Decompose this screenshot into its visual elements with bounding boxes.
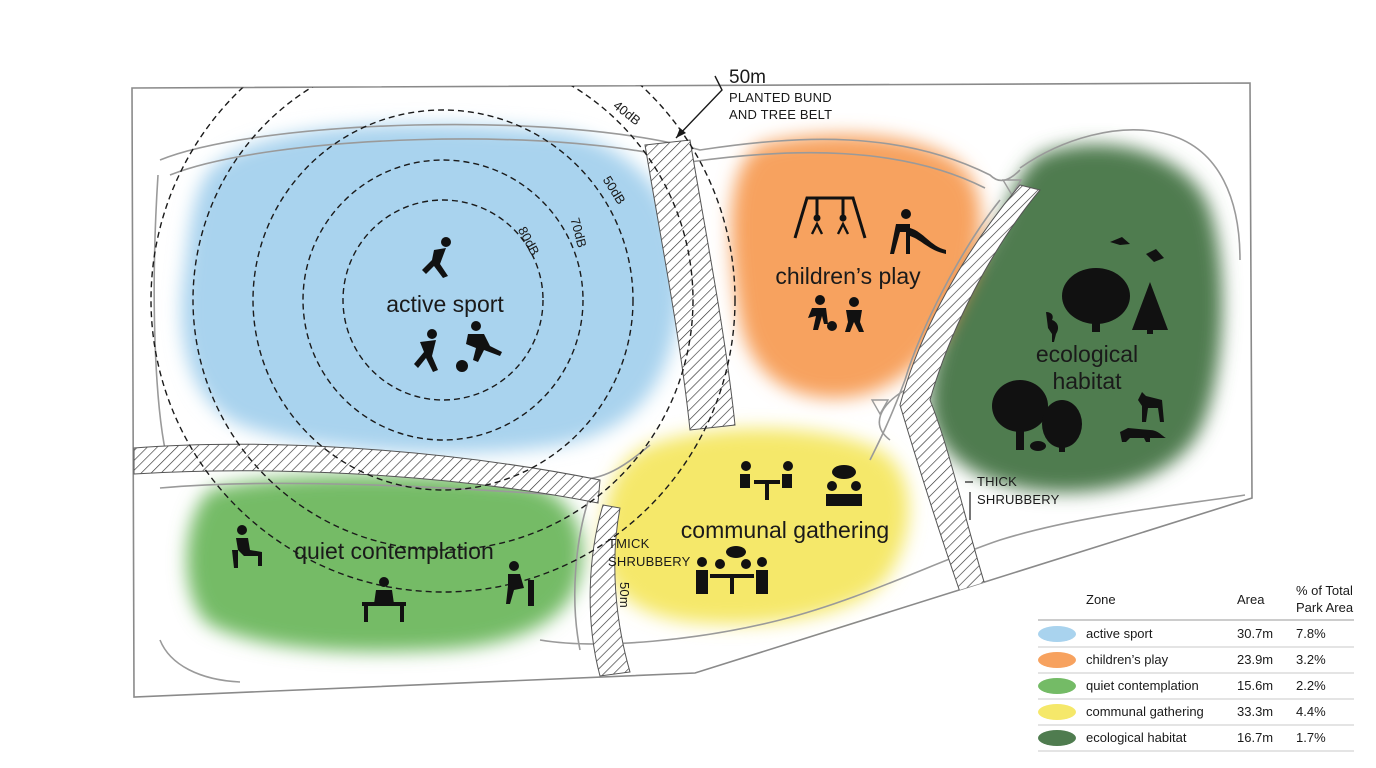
cell-zone: active sport bbox=[1086, 626, 1153, 641]
soccer-kicker-icon bbox=[466, 321, 502, 362]
table-row: quiet contemplation 15.6m 2.2% bbox=[1038, 678, 1354, 700]
cell-zone: ecological habitat bbox=[1086, 730, 1187, 745]
table-row: children’s play 23.9m 3.2% bbox=[1038, 652, 1354, 674]
swing-set-icon bbox=[793, 196, 867, 239]
zone-label-communal-gathering: communal gathering bbox=[681, 517, 889, 543]
shrub-right-line2: SHRUBBERY bbox=[977, 492, 1060, 507]
noise-ring-70db bbox=[302, 159, 584, 441]
cell-zone: communal gathering bbox=[1086, 704, 1204, 719]
noise-ring-80db bbox=[342, 199, 544, 401]
cell-pct: 7.8% bbox=[1296, 626, 1326, 641]
cell-area: 23.9m bbox=[1237, 652, 1273, 667]
bund-label-line1: PLANTED BUND bbox=[729, 90, 832, 105]
soccer-player-icon bbox=[414, 329, 438, 372]
person-reading-icon bbox=[506, 561, 534, 606]
table-row: active sport 30.7m 7.8% bbox=[1038, 626, 1354, 648]
cell-area: 33.3m bbox=[1237, 704, 1273, 719]
cell-area: 16.7m bbox=[1237, 730, 1273, 745]
planted-bund-main bbox=[644, 139, 736, 431]
bund-distance-label: 50m bbox=[729, 67, 766, 88]
area-table: Zone Area % of Total Park Area active sp… bbox=[1038, 583, 1354, 752]
shrubbery-left bbox=[589, 504, 631, 677]
noise-ring-40db bbox=[192, 83, 694, 551]
table-row: communal gathering 33.3m 4.4% bbox=[1038, 704, 1354, 726]
zone-label-quiet-contemplation: quiet contemplation bbox=[294, 538, 493, 564]
shrubbery-right-callout: THICK SHRUBBERY bbox=[965, 474, 1060, 520]
table-row: ecological habitat 16.7m 1.7% bbox=[1038, 730, 1354, 752]
table-header-zone: Zone bbox=[1086, 592, 1116, 607]
conversation-icon bbox=[826, 465, 862, 506]
cell-pct: 2.2% bbox=[1296, 678, 1326, 693]
cell-pct: 3.2% bbox=[1296, 652, 1326, 667]
shrub-left-line1: TMICK bbox=[608, 536, 650, 551]
zone-label-ecological-line2: habitat bbox=[1052, 368, 1122, 394]
slide-icon bbox=[890, 209, 946, 254]
cell-zone: children’s play bbox=[1086, 652, 1169, 667]
zone-communal-gathering bbox=[601, 428, 909, 625]
zone-label-active-sport: active sport bbox=[386, 291, 504, 317]
bund-label-line2: AND TREE BELT bbox=[729, 107, 832, 122]
shrub-left-line2: SHRUBBERY bbox=[608, 554, 691, 569]
zone-active-sport bbox=[181, 124, 682, 454]
shrub-right-line1: THICK bbox=[977, 474, 1017, 489]
children-ball-icon bbox=[808, 295, 864, 332]
bund-callout: 50m PLANTED BUND AND TREE BELT bbox=[675, 67, 832, 139]
person-on-bench-icon bbox=[362, 577, 406, 622]
table-seating-icon bbox=[740, 461, 793, 500]
cell-pct: 4.4% bbox=[1296, 704, 1326, 719]
zone-label-ecological-line1: ecological bbox=[1036, 341, 1138, 367]
noise-contours bbox=[150, 83, 736, 593]
table-header-pct-line2: Park Area bbox=[1296, 600, 1354, 615]
cell-zone: quiet contemplation bbox=[1086, 678, 1199, 693]
rabbit-icon bbox=[1030, 441, 1046, 451]
legend-swatch bbox=[1038, 704, 1076, 720]
wildcat-icon bbox=[1120, 428, 1166, 442]
table-header-pct-line1: % of Total bbox=[1296, 583, 1353, 598]
shrubbery-left-callout: TMICK SHRUBBERY 50m bbox=[608, 536, 691, 608]
person-sitting-icon bbox=[232, 525, 262, 568]
zone-quiet-contemplation bbox=[186, 474, 583, 652]
soccer-ball-icon bbox=[456, 360, 468, 372]
bird-icon bbox=[1110, 237, 1164, 262]
cell-area: 15.6m bbox=[1237, 678, 1273, 693]
legend-swatch bbox=[1038, 678, 1076, 694]
zone-childrens-play bbox=[731, 134, 981, 399]
group-meeting-icon bbox=[696, 546, 768, 594]
legend-swatch bbox=[1038, 652, 1076, 668]
zone-label-childrens-play: children’s play bbox=[775, 263, 921, 289]
heron-icon bbox=[1046, 312, 1059, 342]
table-header-area: Area bbox=[1237, 592, 1265, 607]
legend-swatch bbox=[1038, 626, 1076, 642]
cell-pct: 1.7% bbox=[1296, 730, 1326, 745]
deer-icon bbox=[1138, 392, 1164, 422]
tree-icon bbox=[992, 268, 1168, 452]
noise-ring-50db bbox=[252, 109, 634, 491]
shrub-left-distance: 50m bbox=[617, 582, 632, 608]
noise-ring-outer bbox=[150, 83, 736, 593]
runner-icon bbox=[422, 237, 451, 278]
cell-area: 30.7m bbox=[1237, 626, 1273, 641]
legend-swatch bbox=[1038, 730, 1076, 746]
